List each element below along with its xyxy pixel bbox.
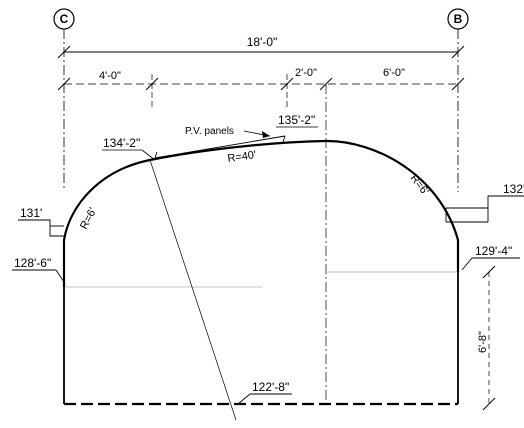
vault-profile (62, 139, 460, 287)
elevation-left-spring: 128'-6" (12, 256, 65, 283)
dimension-right-label: 6'-0" (383, 67, 405, 79)
elevation-left-ledge-label: 131' (20, 206, 42, 220)
elevation-floor: 122'-8" (237, 380, 292, 405)
ledge-right: 132' (445, 182, 524, 223)
ledge-left: 131' (18, 206, 64, 237)
dimension-overall: 18'-0" (57, 35, 465, 59)
elevation-upper-left-label: 134'-2" (103, 136, 140, 150)
dimension-left-label: 4'-0" (99, 70, 121, 82)
elevation-crown-label: 135'-2" (278, 113, 315, 127)
radius-label-left: R=6' (78, 206, 99, 232)
dimension-chain: 4'-0" 2'-0" 6'-0" (57, 67, 465, 110)
elevation-left-spring-label: 128'-6" (14, 256, 51, 270)
radius-label-top: R=40' (227, 149, 257, 165)
pv-panels-label: P.V. panels (185, 126, 234, 137)
dimension-center-label: 2'-0" (295, 67, 317, 79)
dimension-right-height-label: 6'-8" (477, 331, 489, 353)
grid-line-b: B (447, 8, 469, 192)
radius-line (149, 159, 237, 421)
elevation-crown: 135'-2" (276, 113, 318, 128)
grid-line-c: C (53, 8, 75, 190)
elevation-floor-label: 122'-8" (252, 380, 289, 394)
dimension-overall-label: 18'-0" (247, 35, 278, 49)
elevation-right-spring-label: 129'-4" (475, 244, 512, 258)
grid-label-c: C (60, 12, 69, 26)
dimension-right-height: 6'-8" (477, 265, 496, 411)
elevation-right-spring: 129'-4" (461, 244, 520, 271)
grid-label-b: B (454, 12, 463, 26)
elevation-upper-left: 134'-2" (102, 136, 156, 161)
elevation-right-ledge-label: 132' (503, 182, 524, 196)
pv-panels: P.V. panels (154, 126, 286, 159)
radius-label-right: R=6' (408, 172, 431, 197)
